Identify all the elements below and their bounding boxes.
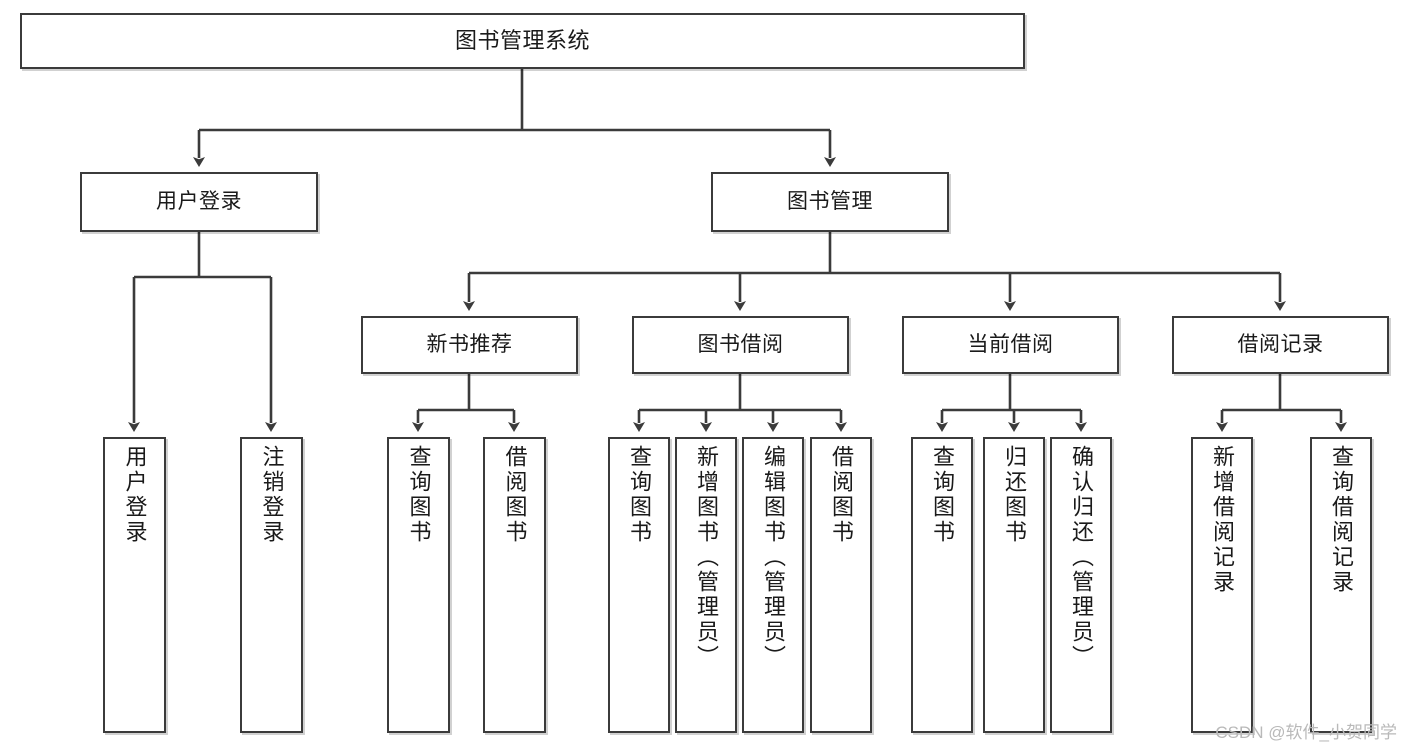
node-current-borrow-label: 当前借阅 [967,333,1054,357]
node-root[interactable]: 图书管理系统 [20,13,1025,69]
node-book-borrow-label: 图书借阅 [697,333,784,357]
node-new-book-rec[interactable]: 新书推荐 [361,316,578,374]
node-leaf-borrow-book-1[interactable]: 借阅图书 [483,437,546,733]
node-leaf-return-book-label: 归还图书 [1002,445,1027,545]
node-user-login[interactable]: 用户登录 [80,172,318,232]
node-leaf-user-logout[interactable]: 注销登录 [240,437,303,733]
node-leaf-user-login-label: 用户登录 [122,445,148,545]
node-leaf-add-book-label: 新增图书（管理员） [694,445,719,670]
node-leaf-confirm-return-label: 确认归还（管理员） [1069,445,1094,670]
node-leaf-user-logout-label: 注销登录 [259,445,285,545]
node-leaf-add-record[interactable]: 新增借阅记录 [1191,437,1253,733]
node-leaf-add-record-label: 新增借阅记录 [1210,445,1235,595]
watermark-text: CSDN @软件_小贺同学 [1215,723,1397,742]
node-user-login-label: 用户登录 [156,190,242,214]
node-leaf-query-record-label: 查询借阅记录 [1329,445,1354,595]
node-book-manage-label: 图书管理 [787,190,873,214]
node-leaf-query-book-1-label: 查询图书 [406,445,432,545]
node-leaf-borrow-book-2-label: 借阅图书 [829,445,854,545]
node-leaf-query-book-3[interactable]: 查询图书 [911,437,973,733]
node-current-borrow[interactable]: 当前借阅 [902,316,1119,374]
node-new-book-rec-label: 新书推荐 [426,333,513,357]
node-leaf-add-book[interactable]: 新增图书（管理员） [675,437,737,733]
node-leaf-confirm-return[interactable]: 确认归还（管理员） [1050,437,1112,733]
node-leaf-query-book-2[interactable]: 查询图书 [608,437,670,733]
node-leaf-query-book-3-label: 查询图书 [930,445,955,545]
node-book-manage[interactable]: 图书管理 [711,172,949,232]
node-borrow-record-label: 借阅记录 [1237,333,1324,357]
node-leaf-edit-book[interactable]: 编辑图书（管理员） [742,437,804,733]
node-leaf-borrow-book-1-label: 借阅图书 [502,445,528,545]
node-leaf-user-login[interactable]: 用户登录 [103,437,166,733]
node-leaf-query-book-2-label: 查询图书 [627,445,652,545]
node-leaf-query-record[interactable]: 查询借阅记录 [1310,437,1372,733]
node-leaf-query-book-1[interactable]: 查询图书 [387,437,450,733]
node-borrow-record[interactable]: 借阅记录 [1172,316,1389,374]
node-leaf-return-book[interactable]: 归还图书 [983,437,1045,733]
node-leaf-borrow-book-2[interactable]: 借阅图书 [810,437,872,733]
node-book-borrow[interactable]: 图书借阅 [632,316,849,374]
node-leaf-edit-book-label: 编辑图书（管理员） [761,445,786,670]
node-root-label: 图书管理系统 [454,27,590,53]
